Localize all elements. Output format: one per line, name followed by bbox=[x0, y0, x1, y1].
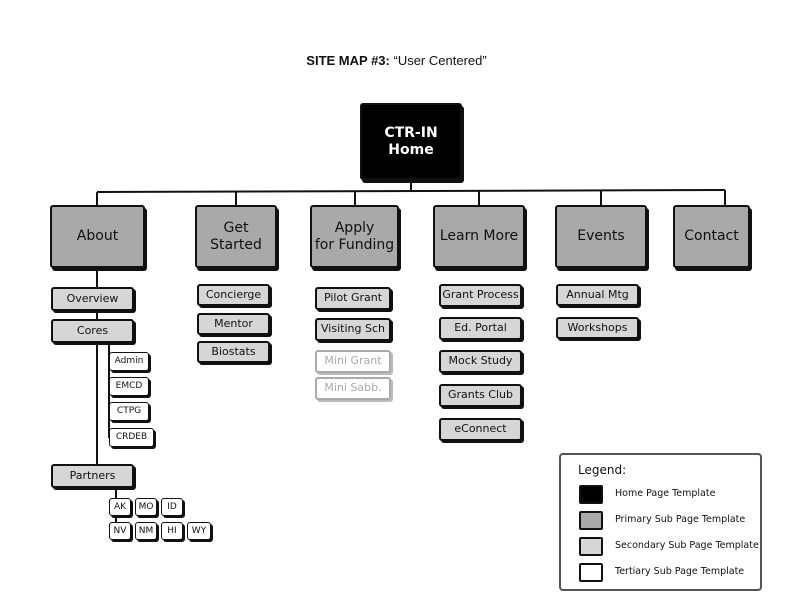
learn-more-item-label: Grant Process bbox=[442, 288, 519, 302]
learn-more-item-label: Mock Study bbox=[448, 354, 513, 368]
tertiary-partner-item[interactable]: ID bbox=[161, 498, 183, 516]
legend-entry: Tertiary Sub Page Template bbox=[579, 563, 759, 583]
inactive-apply-item[interactable]: Mini Grant bbox=[315, 350, 391, 373]
overview-label: Overview bbox=[66, 291, 119, 305]
contact-label: Contact bbox=[684, 228, 739, 245]
secondary-get-started-item[interactable]: Mentor bbox=[197, 313, 270, 335]
legend: Legend: Home Page Template Primary Sub P… bbox=[559, 453, 762, 591]
tertiary-partner-item[interactable]: NM bbox=[135, 522, 157, 540]
get-started-item-label: Concierge bbox=[205, 287, 262, 301]
apply-inactive-item-label: Mini Grant bbox=[324, 354, 382, 368]
apply-inactive-item-label: Mini Sabb. bbox=[324, 381, 382, 395]
legend-title: Legend: bbox=[578, 463, 627, 477]
sitemap-title: SITE MAP #3: “User Centered” bbox=[0, 53, 793, 68]
partner-item-label: NV bbox=[113, 525, 127, 536]
primary-contact[interactable]: Contact bbox=[673, 205, 750, 268]
events-item-label: Workshops bbox=[567, 320, 628, 334]
legend-label: Tertiary Sub Page Template bbox=[615, 566, 745, 577]
home-label-line2: Home bbox=[388, 141, 434, 158]
primary-learn-more[interactable]: Learn More bbox=[433, 205, 525, 268]
inactive-apply-item[interactable]: Mini Sabb. bbox=[315, 377, 391, 400]
events-label: Events bbox=[577, 228, 625, 245]
primary-about[interactable]: About bbox=[50, 205, 145, 268]
legend-swatch-secondary bbox=[579, 537, 603, 556]
get-started-label: Get Started bbox=[210, 220, 262, 253]
secondary-events-item[interactable]: Annual Mtg bbox=[556, 284, 639, 306]
events-item-label: Annual Mtg bbox=[566, 287, 629, 301]
secondary-learn-more-item[interactable]: Mock Study bbox=[439, 350, 522, 373]
partner-item-label: AK bbox=[113, 501, 127, 512]
partner-item-label: HI bbox=[167, 525, 177, 536]
tertiary-partner-item[interactable]: NV bbox=[109, 522, 131, 540]
legend-label: Primary Sub Page Template bbox=[615, 514, 746, 525]
partners-label: Partners bbox=[69, 468, 116, 482]
secondary-learn-more-item[interactable]: Ed. Portal bbox=[439, 317, 522, 340]
tertiary-partner-item[interactable]: MO bbox=[135, 498, 157, 516]
primary-events[interactable]: Events bbox=[555, 205, 647, 268]
legend-label: Home Page Template bbox=[615, 488, 716, 499]
about-label: About bbox=[76, 228, 119, 245]
legend-swatch-primary bbox=[579, 511, 603, 530]
tertiary-core-item[interactable]: CRDEB bbox=[109, 428, 154, 447]
secondary-get-started-item[interactable]: Concierge bbox=[197, 284, 270, 306]
partner-item-label: WY bbox=[191, 525, 207, 536]
title-bold: SITE MAP #3: bbox=[306, 53, 390, 68]
legend-entry: Secondary Sub Page Template bbox=[579, 537, 759, 557]
partner-item-label: ID bbox=[167, 501, 177, 512]
tertiary-partner-item[interactable]: HI bbox=[161, 522, 183, 540]
legend-swatch-home bbox=[579, 485, 603, 504]
tertiary-partner-item[interactable]: AK bbox=[109, 498, 131, 516]
secondary-apply-item[interactable]: Pilot Grant bbox=[315, 287, 391, 310]
legend-entry: Home Page Template bbox=[579, 485, 759, 505]
secondary-get-started-item[interactable]: Biostats bbox=[197, 341, 270, 363]
tertiary-core-item[interactable]: EMCD bbox=[109, 377, 149, 396]
core-item-label: Admin bbox=[114, 356, 144, 367]
partner-item-label: MO bbox=[138, 501, 154, 512]
learn-more-label: Learn More bbox=[439, 228, 519, 245]
apply-label-line2: for Funding bbox=[314, 236, 395, 253]
learn-more-item-label: Ed. Portal bbox=[454, 321, 507, 335]
core-item-label: EMCD bbox=[115, 381, 143, 392]
apply-item-label: Visiting Sch bbox=[321, 322, 385, 336]
secondary-learn-more-item[interactable]: Grants Club bbox=[439, 384, 522, 407]
tertiary-core-item[interactable]: Admin bbox=[109, 352, 149, 371]
get-started-item-label: Mentor bbox=[214, 316, 253, 330]
secondary-events-item[interactable]: Workshops bbox=[556, 317, 639, 339]
legend-swatch-tertiary bbox=[579, 563, 603, 582]
secondary-learn-more-item[interactable]: eConnect bbox=[439, 418, 522, 441]
legend-label: Secondary Sub Page Template bbox=[615, 540, 759, 551]
secondary-partners[interactable]: Partners bbox=[51, 464, 134, 488]
primary-get-started[interactable]: Get Started bbox=[195, 205, 277, 268]
secondary-overview[interactable]: Overview bbox=[51, 287, 134, 311]
legend-entry: Primary Sub Page Template bbox=[579, 511, 759, 531]
core-item-label: CTPG bbox=[116, 406, 142, 417]
get-started-item-label: Biostats bbox=[211, 344, 256, 358]
core-item-label: CRDEB bbox=[115, 432, 148, 443]
secondary-apply-item[interactable]: Visiting Sch bbox=[315, 318, 391, 341]
secondary-cores[interactable]: Cores bbox=[51, 319, 134, 343]
title-rest: “User Centered” bbox=[393, 53, 487, 68]
tertiary-core-item[interactable]: CTPG bbox=[109, 402, 149, 421]
learn-more-item-label: eConnect bbox=[454, 422, 507, 436]
apply-item-label: Pilot Grant bbox=[323, 291, 383, 305]
learn-more-item-label: Grants Club bbox=[448, 388, 513, 402]
cores-label: Cores bbox=[76, 323, 109, 337]
secondary-learn-more-item[interactable]: Grant Process bbox=[439, 284, 522, 307]
tertiary-partner-item[interactable]: WY bbox=[187, 522, 211, 540]
partner-item-label: NM bbox=[138, 525, 154, 536]
apply-label-line1: Apply bbox=[334, 220, 375, 237]
home-label-line1: CTR-IN bbox=[384, 125, 438, 142]
